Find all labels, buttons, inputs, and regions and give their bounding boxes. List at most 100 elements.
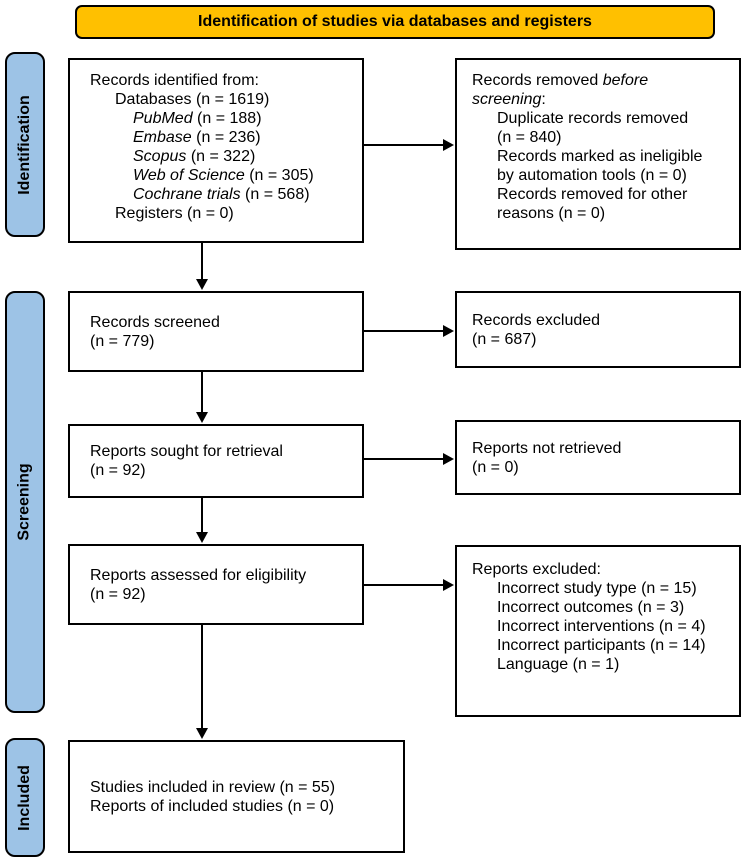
text-line: Incorrect participants (n = 14) [472, 636, 731, 655]
text: (n = 779) [90, 332, 155, 350]
text-line: Reports excluded: [472, 560, 731, 579]
text-line: Incorrect study type (n = 15) [472, 579, 731, 598]
text: (n = 322) [186, 148, 256, 165]
text-line: Reports assessed for eligibility [90, 566, 362, 585]
stage-bar-identification: Identification [5, 52, 45, 237]
text: Registers (n = 0) [115, 205, 234, 222]
down-arrow-icon [196, 498, 208, 543]
text-line: Records identified from: [90, 71, 354, 90]
text-line: Registers (n = 0) [90, 204, 354, 223]
text-line: by automation tools (n = 0) [472, 166, 731, 185]
text-line: Incorrect outcomes (n = 3) [472, 598, 731, 617]
right-arrow-icon [364, 139, 454, 151]
text: reasons (n = 0) [497, 205, 606, 222]
italic-text: Embase [133, 129, 192, 146]
text: (n = 305) [244, 167, 314, 184]
text: Records marked as ineligible [497, 148, 703, 165]
text-line: reasons (n = 0) [472, 204, 731, 223]
text: (n = 188) [192, 110, 262, 127]
text-line: (n = 840) [472, 128, 731, 147]
italic-text: PubMed [133, 110, 193, 127]
down-arrow-icon [196, 625, 208, 739]
text-line: Records marked as ineligible [472, 147, 731, 166]
text: (n = 840) [497, 129, 562, 146]
studies-included-box: Studies included in review (n = 55)Repor… [68, 740, 405, 853]
text: Studies included in review (n = 55) [90, 778, 336, 796]
text: Records removed for other [497, 186, 688, 203]
text-line: Web of Science (n = 305) [90, 166, 354, 185]
right-arrow-icon [364, 453, 454, 465]
italic-text: Scopus [133, 148, 187, 165]
text: : [541, 91, 546, 108]
text: Records screened [90, 313, 220, 331]
banner-title: Identification of studies via databases … [198, 13, 592, 30]
text-line: Reports not retrieved [472, 439, 739, 458]
stage-label-included: Included [16, 764, 33, 831]
text: Reports of included studies (n = 0) [90, 797, 335, 815]
stage-label-screening: Screening [16, 463, 34, 541]
text: Records removed [472, 72, 603, 89]
text-line: screening: [472, 90, 731, 109]
text: Incorrect interventions (n = 4) [497, 618, 706, 635]
records-identified-box: Records identified from: Databases (n = 1… [68, 58, 364, 243]
text-line: Duplicate records removed [472, 109, 731, 128]
text: (n = 687) [472, 330, 537, 348]
reports-sought-box: Reports sought for retrieval (n = 92) [68, 424, 364, 498]
text: Incorrect study type (n = 15) [497, 580, 697, 597]
text: Language (n = 1) [497, 656, 620, 673]
text: Reports not retrieved [472, 439, 622, 457]
text: Reports sought for retrieval [90, 443, 283, 460]
right-arrow-icon [364, 325, 454, 337]
text-line: Scopus (n = 322) [90, 147, 354, 166]
text: Reports assessed for eligibility [90, 566, 307, 584]
stage-bar-screening: Screening [5, 291, 45, 713]
text-line: (n = 92) [90, 585, 362, 604]
text: (n = 92) [90, 462, 146, 479]
stage-bar-included: Included [5, 738, 45, 857]
text: Incorrect outcomes (n = 3) [497, 599, 685, 616]
text-line: (n = 92) [90, 461, 362, 480]
records-excluded-box: Records excluded(n = 687) [455, 291, 741, 368]
italic-text: Web of Science [133, 167, 245, 184]
text: (n = 92) [90, 585, 146, 603]
text-line: Databases (n = 1619) [90, 90, 354, 109]
text-line: Language (n = 1) [472, 655, 731, 674]
text-line: Records excluded [472, 311, 739, 330]
text: Records identified from: [90, 72, 259, 89]
records-screened-box: Records screened(n = 779) [68, 291, 364, 372]
text: (n = 236) [191, 129, 261, 146]
reports-excluded-box: Reports excluded: Incorrect study type (n… [455, 545, 741, 717]
stage-label-identification: Identification [16, 94, 33, 195]
down-arrow-icon [196, 372, 208, 423]
text: Incorrect participants (n = 14) [497, 637, 706, 654]
text-line: Reports sought for retrieval [90, 442, 362, 461]
text-line: (n = 0) [472, 458, 739, 477]
banner: Identification of studies via databases … [75, 5, 715, 39]
italic-text: Cochrane trials [133, 186, 241, 203]
down-arrow-icon [196, 243, 208, 290]
text-line: (n = 779) [90, 332, 362, 351]
text: (n = 0) [472, 458, 519, 476]
reports-assessed-box: Reports assessed for eligibility(n = 92) [68, 544, 364, 625]
text-line: Incorrect interventions (n = 4) [472, 617, 731, 636]
text: Duplicate records removed [497, 110, 689, 127]
text-line: PubMed (n = 188) [90, 109, 354, 128]
reports-not-retrieved-box: Reports not retrieved(n = 0) [455, 420, 741, 495]
text-line: Records removed before [472, 71, 731, 90]
text-line: Embase (n = 236) [90, 128, 354, 147]
text-line: Cochrane trials (n = 568) [90, 185, 354, 204]
text: by automation tools (n = 0) [497, 167, 687, 184]
text-line: Records removed for other [472, 185, 731, 204]
text: Databases (n = 1619) [115, 91, 270, 108]
text: Reports excluded: [472, 561, 601, 578]
italic-text: before [602, 72, 649, 89]
text-line: Reports of included studies (n = 0) [90, 797, 403, 816]
text: Records excluded [472, 311, 601, 329]
italic-text: screening [472, 91, 542, 108]
text-line: Studies included in review (n = 55) [90, 778, 403, 797]
text-line: Records screened [90, 313, 362, 332]
text-line: (n = 687) [472, 330, 739, 349]
right-arrow-icon [364, 579, 454, 591]
